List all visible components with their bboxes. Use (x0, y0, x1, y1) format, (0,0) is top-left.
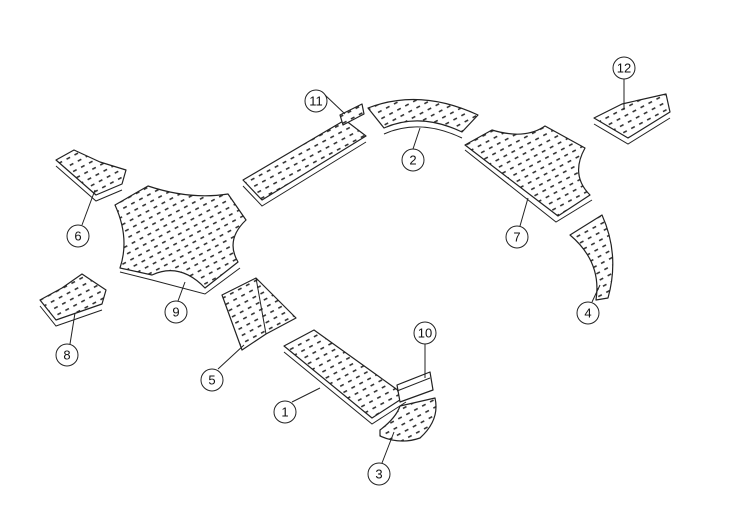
part-reducer-12 (593, 93, 671, 145)
part-vertical-bend-3 (379, 397, 437, 442)
part-splice-plate-11 (339, 103, 365, 126)
svg-text:1: 1 (281, 405, 288, 420)
part-reducer-8 (39, 273, 107, 327)
part-cross-9 (114, 185, 247, 295)
part-straight-tray-1 (283, 329, 407, 425)
callout-2: 2 (401, 148, 425, 172)
callout-9: 9 (164, 300, 188, 324)
svg-text:11: 11 (309, 94, 323, 109)
leader-lines (69, 79, 625, 464)
svg-text:10: 10 (418, 326, 432, 341)
callout-8: 8 (55, 343, 79, 367)
svg-text:6: 6 (74, 229, 81, 244)
callout-6: 6 (66, 224, 90, 248)
part-coupler-10 (396, 371, 434, 403)
callout-1: 1 (273, 400, 297, 424)
part-reducer-6 (55, 149, 127, 202)
part-riser-5 (221, 277, 297, 351)
svg-text:4: 4 (584, 306, 591, 321)
callout-3: 3 (367, 462, 391, 486)
callout-10: 10 (413, 321, 437, 345)
svg-text:12: 12 (617, 61, 631, 76)
part-straight-tray-upper (242, 119, 367, 207)
callout-5: 5 (200, 368, 224, 392)
part-tee-7 (464, 125, 593, 223)
svg-text:5: 5 (208, 373, 215, 388)
callout-7: 7 (505, 225, 529, 249)
svg-text:7: 7 (513, 230, 520, 245)
part-horizontal-bend-2 (367, 98, 479, 139)
part-vertical-bend-4 (569, 214, 614, 301)
callout-11: 11 (304, 89, 328, 113)
svg-text:2: 2 (409, 153, 416, 168)
svg-text:3: 3 (375, 467, 382, 482)
svg-text:9: 9 (172, 305, 179, 320)
svg-text:8: 8 (63, 348, 70, 363)
callout-12: 12 (612, 56, 636, 80)
callout-4: 4 (576, 301, 600, 325)
